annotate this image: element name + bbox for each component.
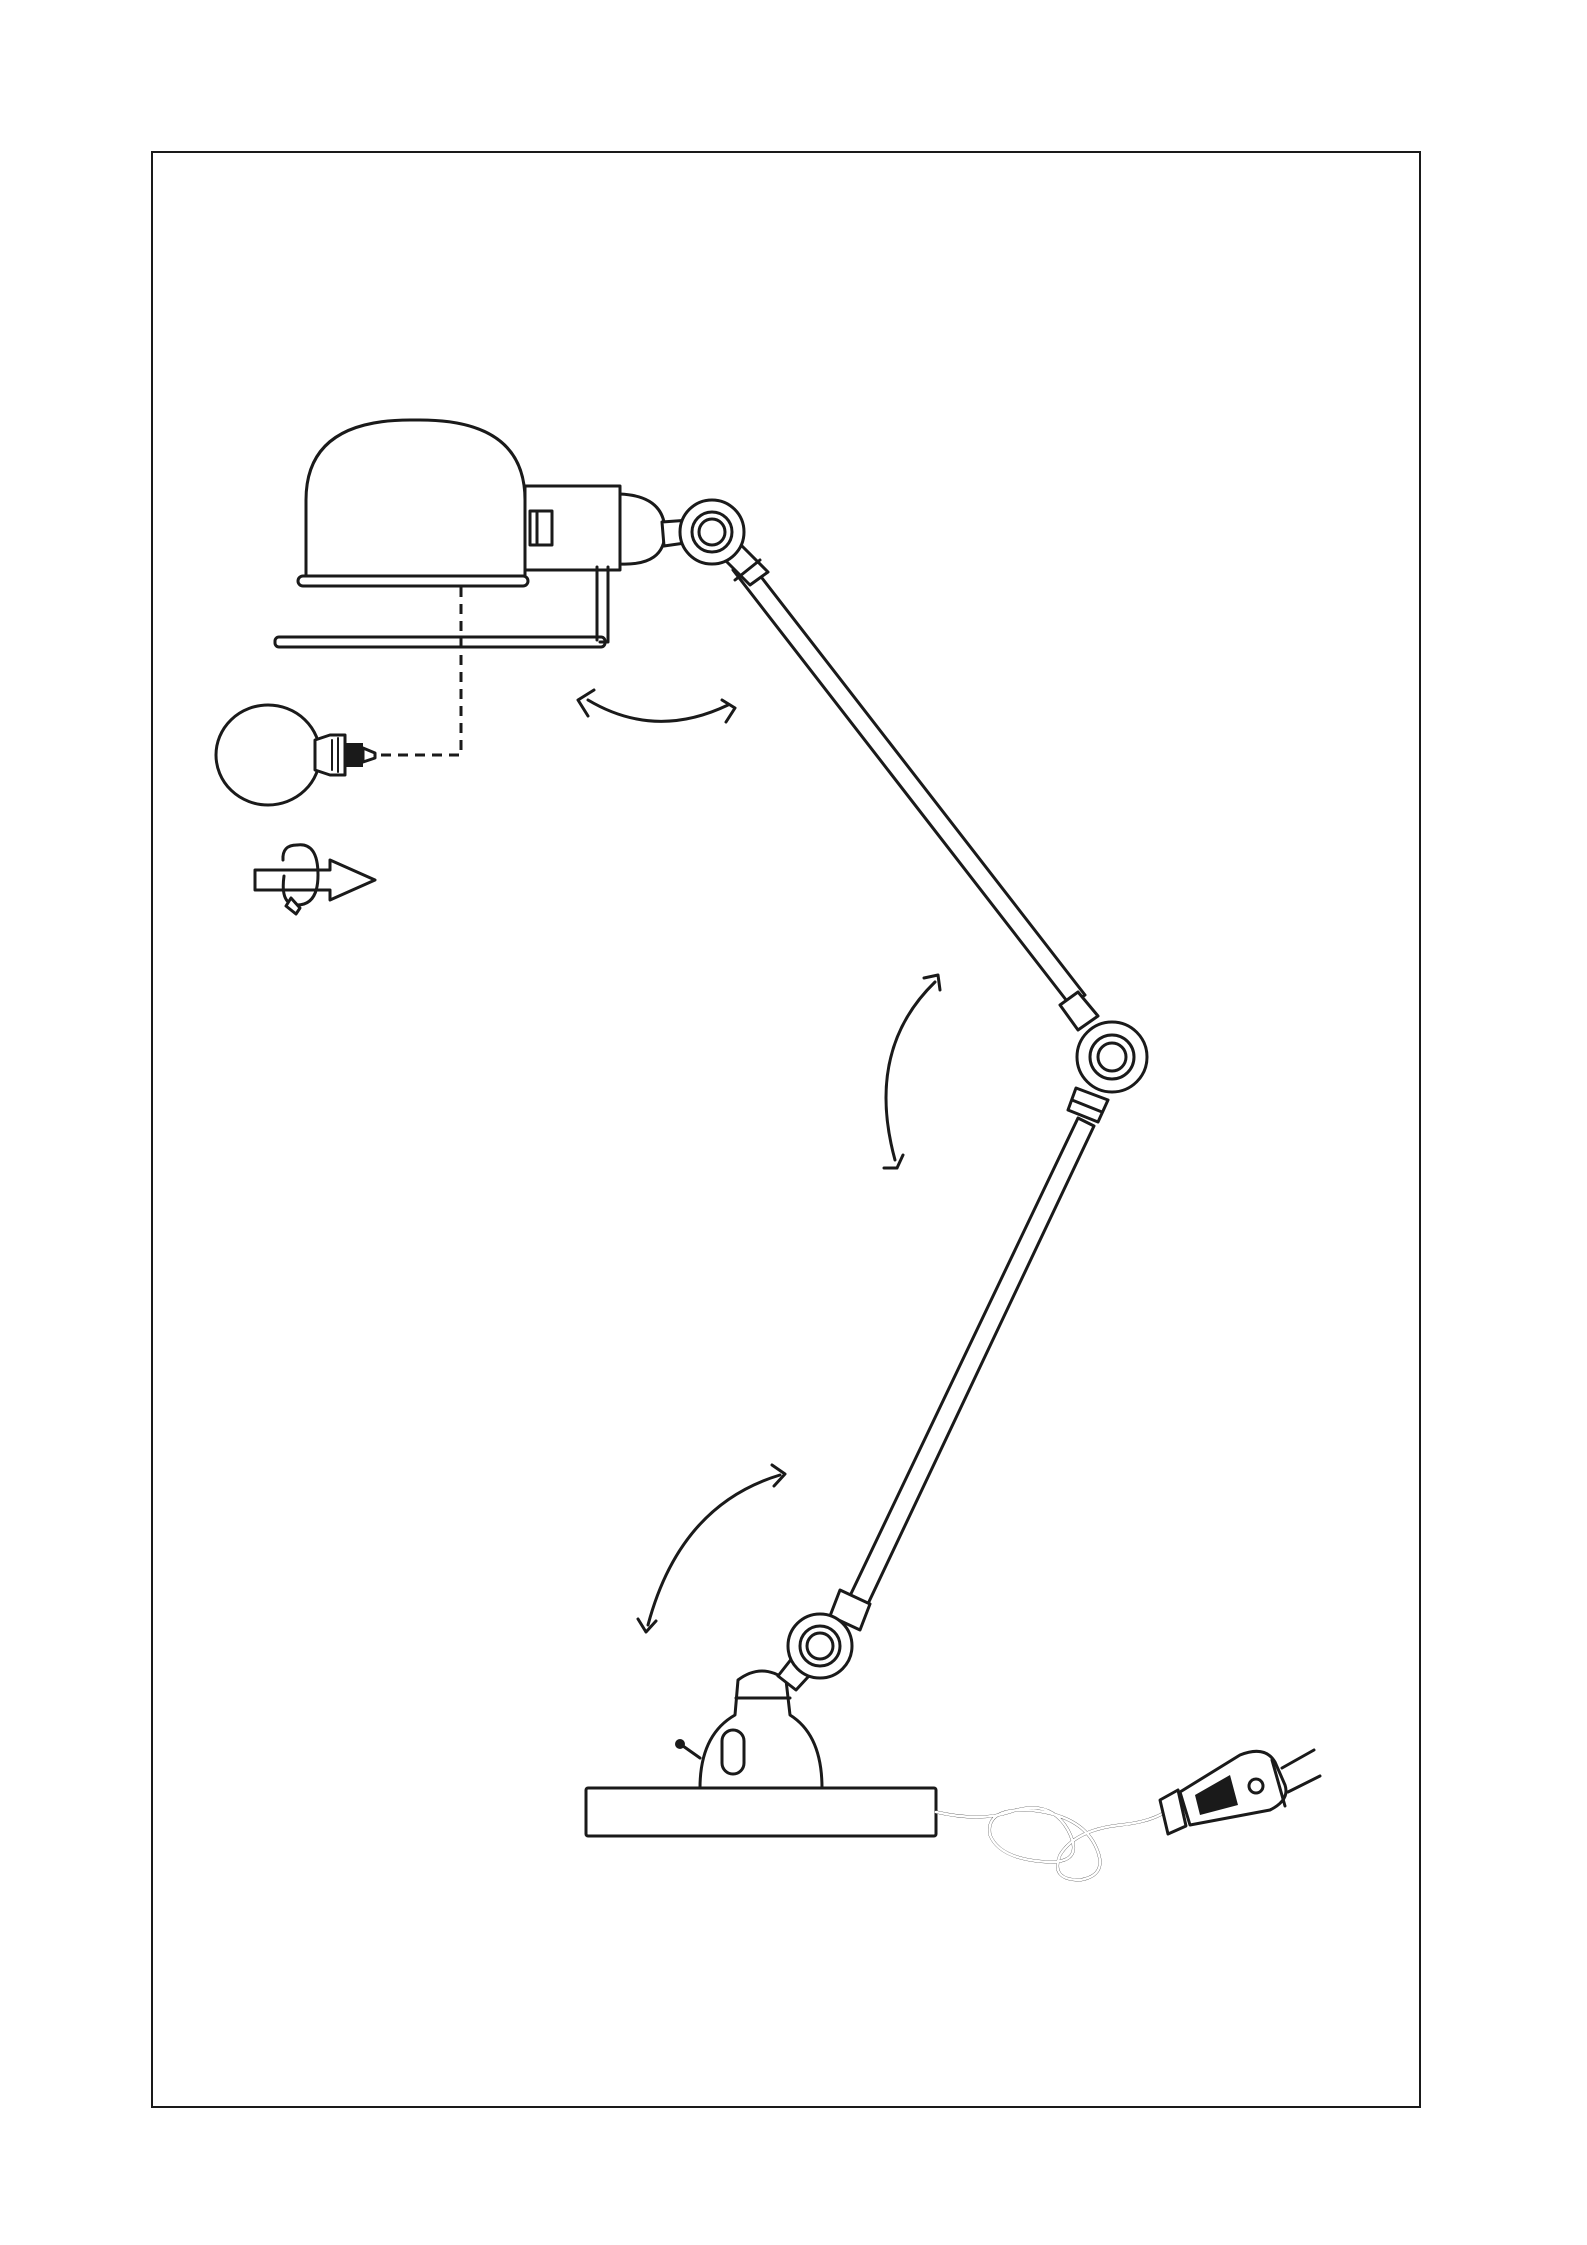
- rotation-arrow-base: [638, 1465, 785, 1632]
- plug: [1160, 1750, 1320, 1834]
- power-cord: [936, 1808, 1165, 1880]
- rotation-arrow-head: [578, 690, 735, 722]
- lower-arm: [830, 1088, 1108, 1630]
- lamp-shade: [275, 420, 692, 647]
- base: [586, 1648, 936, 1836]
- bottom-joint: [788, 1614, 852, 1678]
- middle-joint: [1077, 1022, 1147, 1092]
- upper-arm: [720, 542, 1098, 1030]
- rotation-arrow-elbow: [884, 975, 940, 1168]
- light-bulb: [216, 587, 461, 805]
- screw-in-rotation-icon: [255, 845, 375, 914]
- top-joint: [680, 500, 744, 564]
